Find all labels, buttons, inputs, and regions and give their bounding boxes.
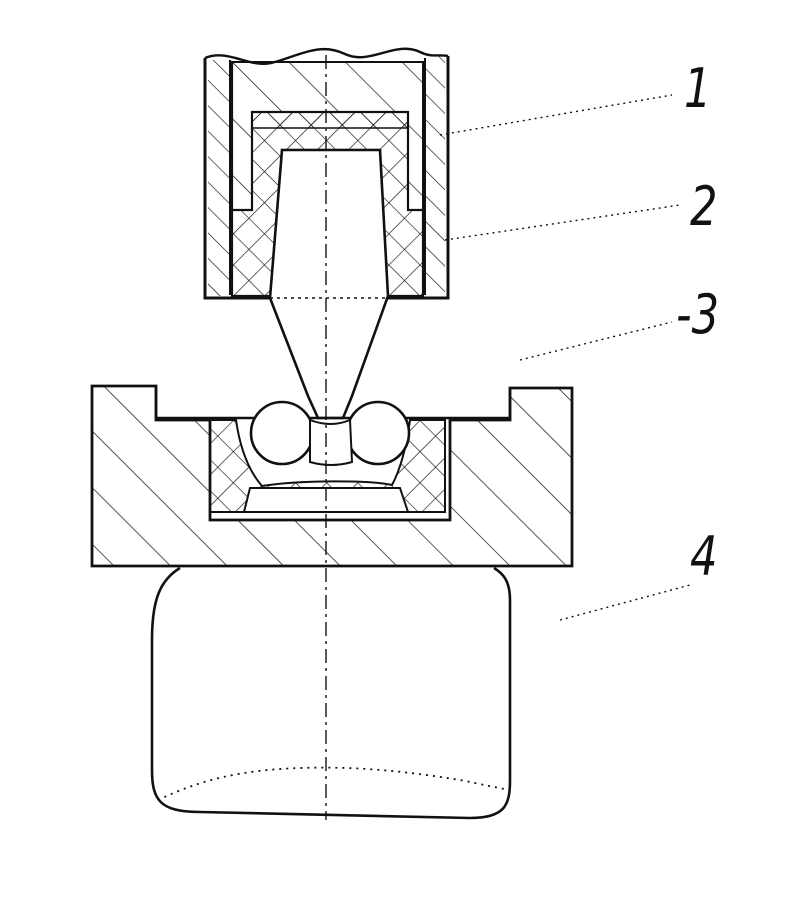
die-block — [90, 384, 574, 568]
anvil-part-4 — [150, 566, 512, 820]
label-part-2: 2 — [690, 175, 718, 238]
label-part-4: 4 — [690, 525, 718, 588]
label-part-1: 1 — [684, 57, 712, 120]
ball-right — [345, 400, 411, 466]
ball-left — [249, 400, 315, 466]
label-part-3: -3 — [676, 283, 720, 346]
punch-part-3 — [268, 148, 390, 420]
bushing-part-2 — [230, 61, 425, 298]
holder-part-1 — [203, 47, 450, 300]
leader-lines — [439, 94, 691, 621]
ball-pair — [249, 400, 411, 466]
